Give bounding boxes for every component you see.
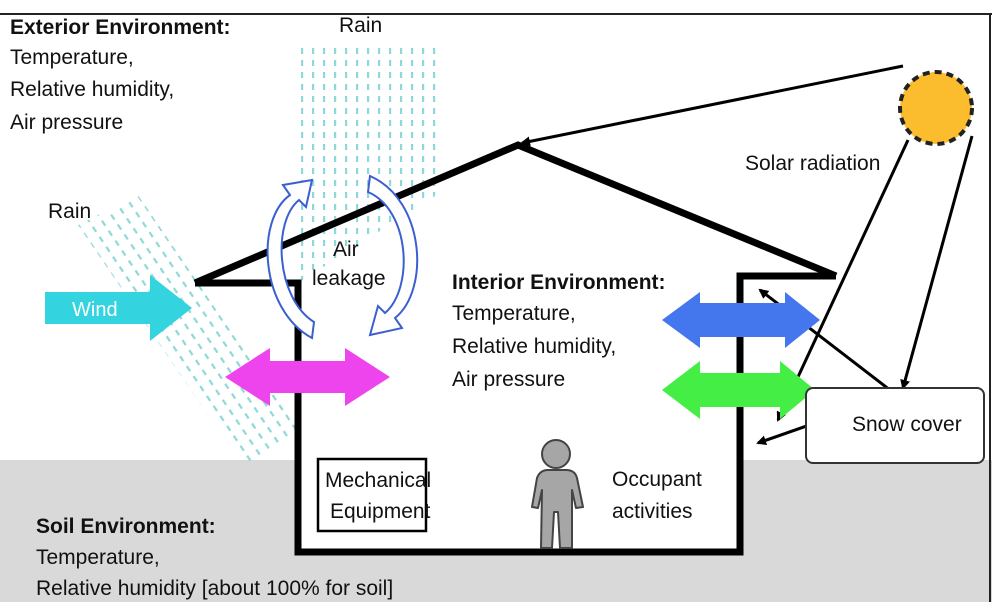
rain-left-label: Rain [48, 200, 91, 223]
solar-ray-to-roof [520, 64, 904, 147]
occupant-label: Occupant [612, 468, 702, 491]
air-leakage-arrow-right [366, 174, 419, 337]
rain-top-label: Rain [339, 14, 382, 37]
blue-double-arrow [662, 292, 820, 348]
soil-line: Relative humidity [about 100% for soil] [36, 577, 393, 600]
person-icon [531, 439, 584, 549]
snow-cover-box [805, 387, 985, 464]
exterior-line: Relative humidity, [10, 78, 174, 101]
solar-radiation-label: Solar radiation [745, 152, 880, 175]
wind-arrow [45, 275, 192, 341]
magenta-double-arrow [225, 348, 390, 406]
air-leakage-label: Air [333, 238, 359, 261]
interior-line: Air pressure [452, 368, 565, 391]
wind-label: Wind [72, 299, 118, 321]
interior-line: Temperature, [452, 302, 576, 325]
green-double-arrow [662, 361, 815, 419]
occupant-label: activities [612, 500, 693, 523]
air-leakage-label: leakage [312, 267, 386, 290]
solar-ray-to-snow [900, 135, 974, 390]
sun-icon [898, 70, 974, 146]
solar-ray-to-wall [776, 139, 910, 422]
soil-title: Soil Environment: [36, 515, 216, 538]
exterior-title: Exterior Environment: [10, 16, 231, 39]
soil-line: Temperature, [36, 546, 160, 569]
exterior-line: Air pressure [10, 111, 123, 134]
exterior-line: Temperature, [10, 46, 134, 69]
interior-title: Interior Environment: [452, 271, 666, 294]
rain-diagonal [78, 195, 302, 465]
air-leakage-arrow-left [266, 178, 316, 340]
house-roof [193, 141, 838, 287]
interior-line: Relative humidity, [452, 335, 616, 358]
snow-cover-label: Snow cover [852, 413, 962, 436]
mechanical-equipment-box [316, 457, 428, 533]
mechanical-equipment-label: Mechanical [325, 469, 431, 492]
mechanical-equipment-label: Equipment [330, 500, 431, 523]
